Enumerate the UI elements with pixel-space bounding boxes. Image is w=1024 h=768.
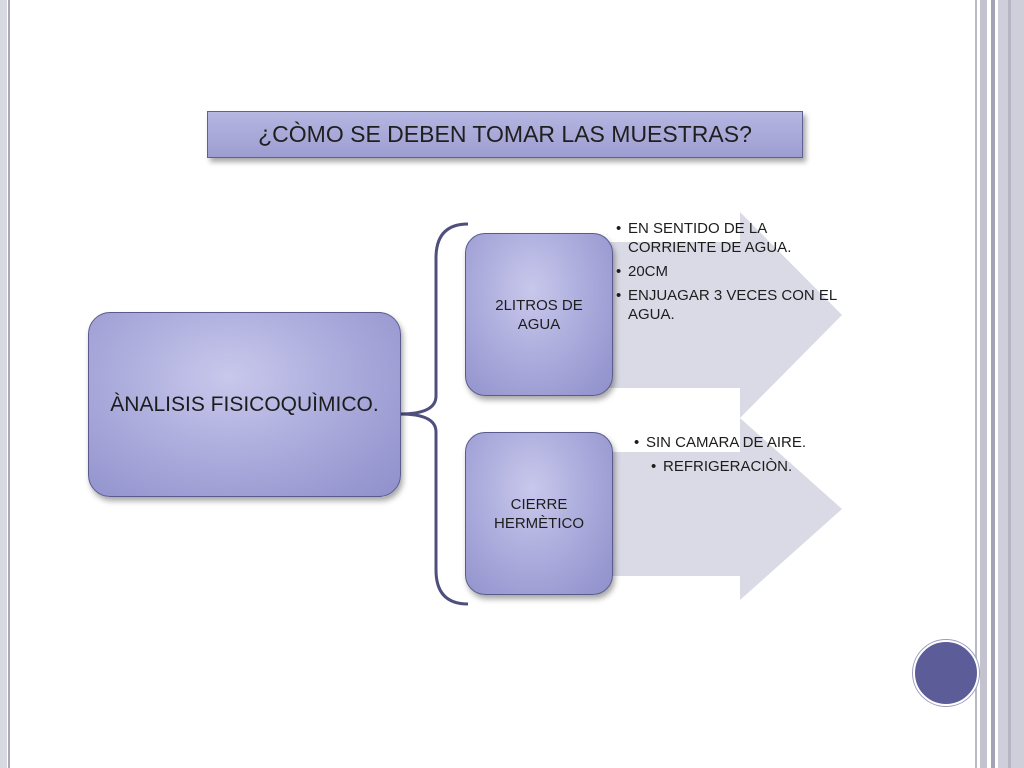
branch-node-1: 2LITROS DE AGUA: [465, 233, 613, 396]
main-node: ÀNALISIS FISICOQUÌMICO.: [88, 312, 401, 497]
bracket-connector: [399, 222, 469, 606]
list-item: ENJUAGAR 3 VECES CON EL AGUA.: [616, 286, 841, 324]
branch-2-bullets: SIN CAMARA DE AIRE. REFRIGERACIÒN.: [634, 433, 844, 481]
main-node-label: ÀNALISIS FISICOQUÌMICO.: [110, 392, 379, 416]
title-box: ¿CÒMO SE DEBEN TOMAR LAS MUESTRAS?: [207, 111, 803, 158]
right-stripe-4: [998, 0, 1024, 768]
branch-1-bullets: EN SENTIDO DE LA CORRIENTE DE AGUA. 20CM…: [616, 219, 841, 329]
decorative-circle: [913, 640, 979, 706]
right-stripe-2: [980, 0, 987, 768]
right-stripe-1: [975, 0, 977, 768]
branch-node-2-label: CIERRE HERMÈTICO: [494, 495, 584, 532]
list-item: SIN CAMARA DE AIRE.: [634, 433, 844, 452]
list-item: EN SENTIDO DE LA CORRIENTE DE AGUA.: [616, 219, 841, 257]
right-stripe-5: [1008, 0, 1011, 768]
left-stripe: [0, 0, 7, 768]
list-item: 20CM: [616, 262, 841, 281]
left-stripe-line: [8, 0, 10, 768]
right-stripe-3: [991, 0, 995, 768]
branch-node-2: CIERRE HERMÈTICO: [465, 432, 613, 595]
list-item: REFRIGERACIÒN.: [651, 457, 844, 476]
title-text: ¿CÒMO SE DEBEN TOMAR LAS MUESTRAS?: [258, 121, 752, 147]
branch-node-1-label: 2LITROS DE AGUA: [495, 296, 583, 333]
